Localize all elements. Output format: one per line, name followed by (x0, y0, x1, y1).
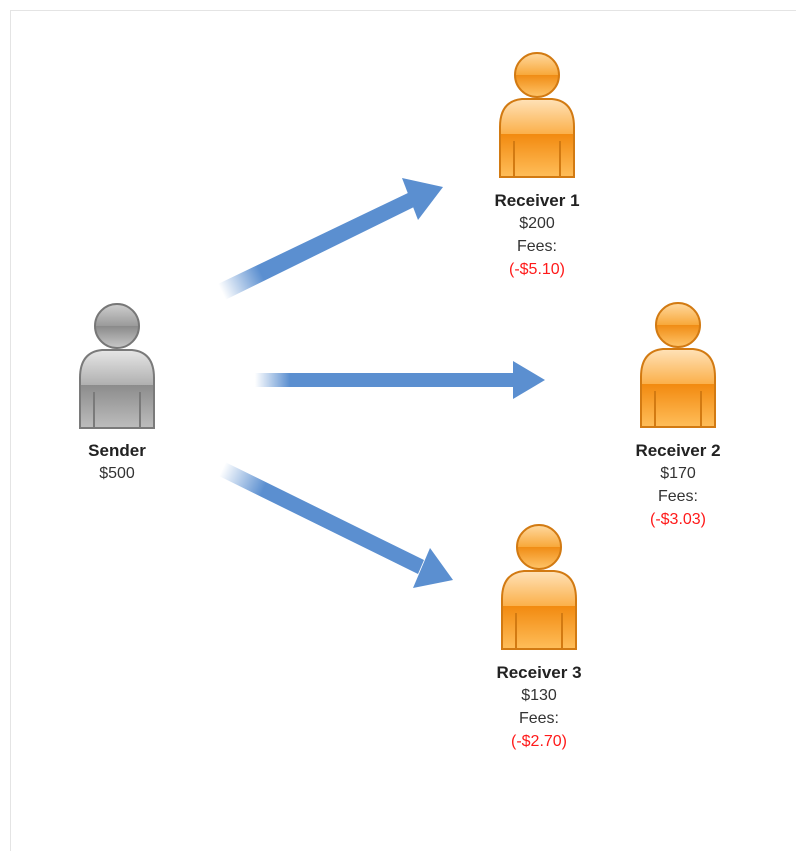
arrow-to-receiver-2 (255, 361, 545, 399)
receiver-3-node: Receiver 3 $130 Fees: (-$2.70) (459, 520, 619, 753)
sender-name: Sender (88, 441, 146, 460)
receiver-2-fees-label: Fees: (657, 488, 698, 505)
person-gray-icon (79, 303, 155, 429)
person-orange-icon (499, 52, 575, 178)
receiver-3-fees-label: Fees: (518, 710, 559, 727)
receiver-2-name: Receiver 2 (635, 441, 721, 460)
arrow-to-receiver-3 (219, 462, 453, 588)
diagram-panel (10, 10, 796, 851)
receiver-1-fee: (-$5.10) (508, 261, 566, 278)
receiver-2-fee: (-$3.03) (649, 511, 707, 528)
receiver-1-fees-label: Fees: (516, 238, 557, 255)
sender-node: Sender $500 (37, 300, 197, 485)
receiver-3-fee: (-$2.70) (510, 733, 568, 750)
receiver-2-amount: $170 (660, 465, 696, 482)
receiver-3-amount: $130 (521, 687, 557, 704)
receiver-1-amount: $200 (519, 215, 555, 232)
person-orange-icon (640, 302, 716, 428)
receiver-2-node: Receiver 2 $170 Fees: (-$3.03) (598, 298, 758, 531)
receiver-1-name: Receiver 1 (494, 191, 580, 210)
sender-amount: $500 (99, 465, 135, 482)
receiver-1-node: Receiver 1 $200 Fees: (-$5.10) (457, 48, 617, 281)
arrow-to-receiver-1 (218, 178, 443, 300)
person-orange-icon (501, 524, 577, 650)
receiver-3-name: Receiver 3 (496, 663, 582, 682)
